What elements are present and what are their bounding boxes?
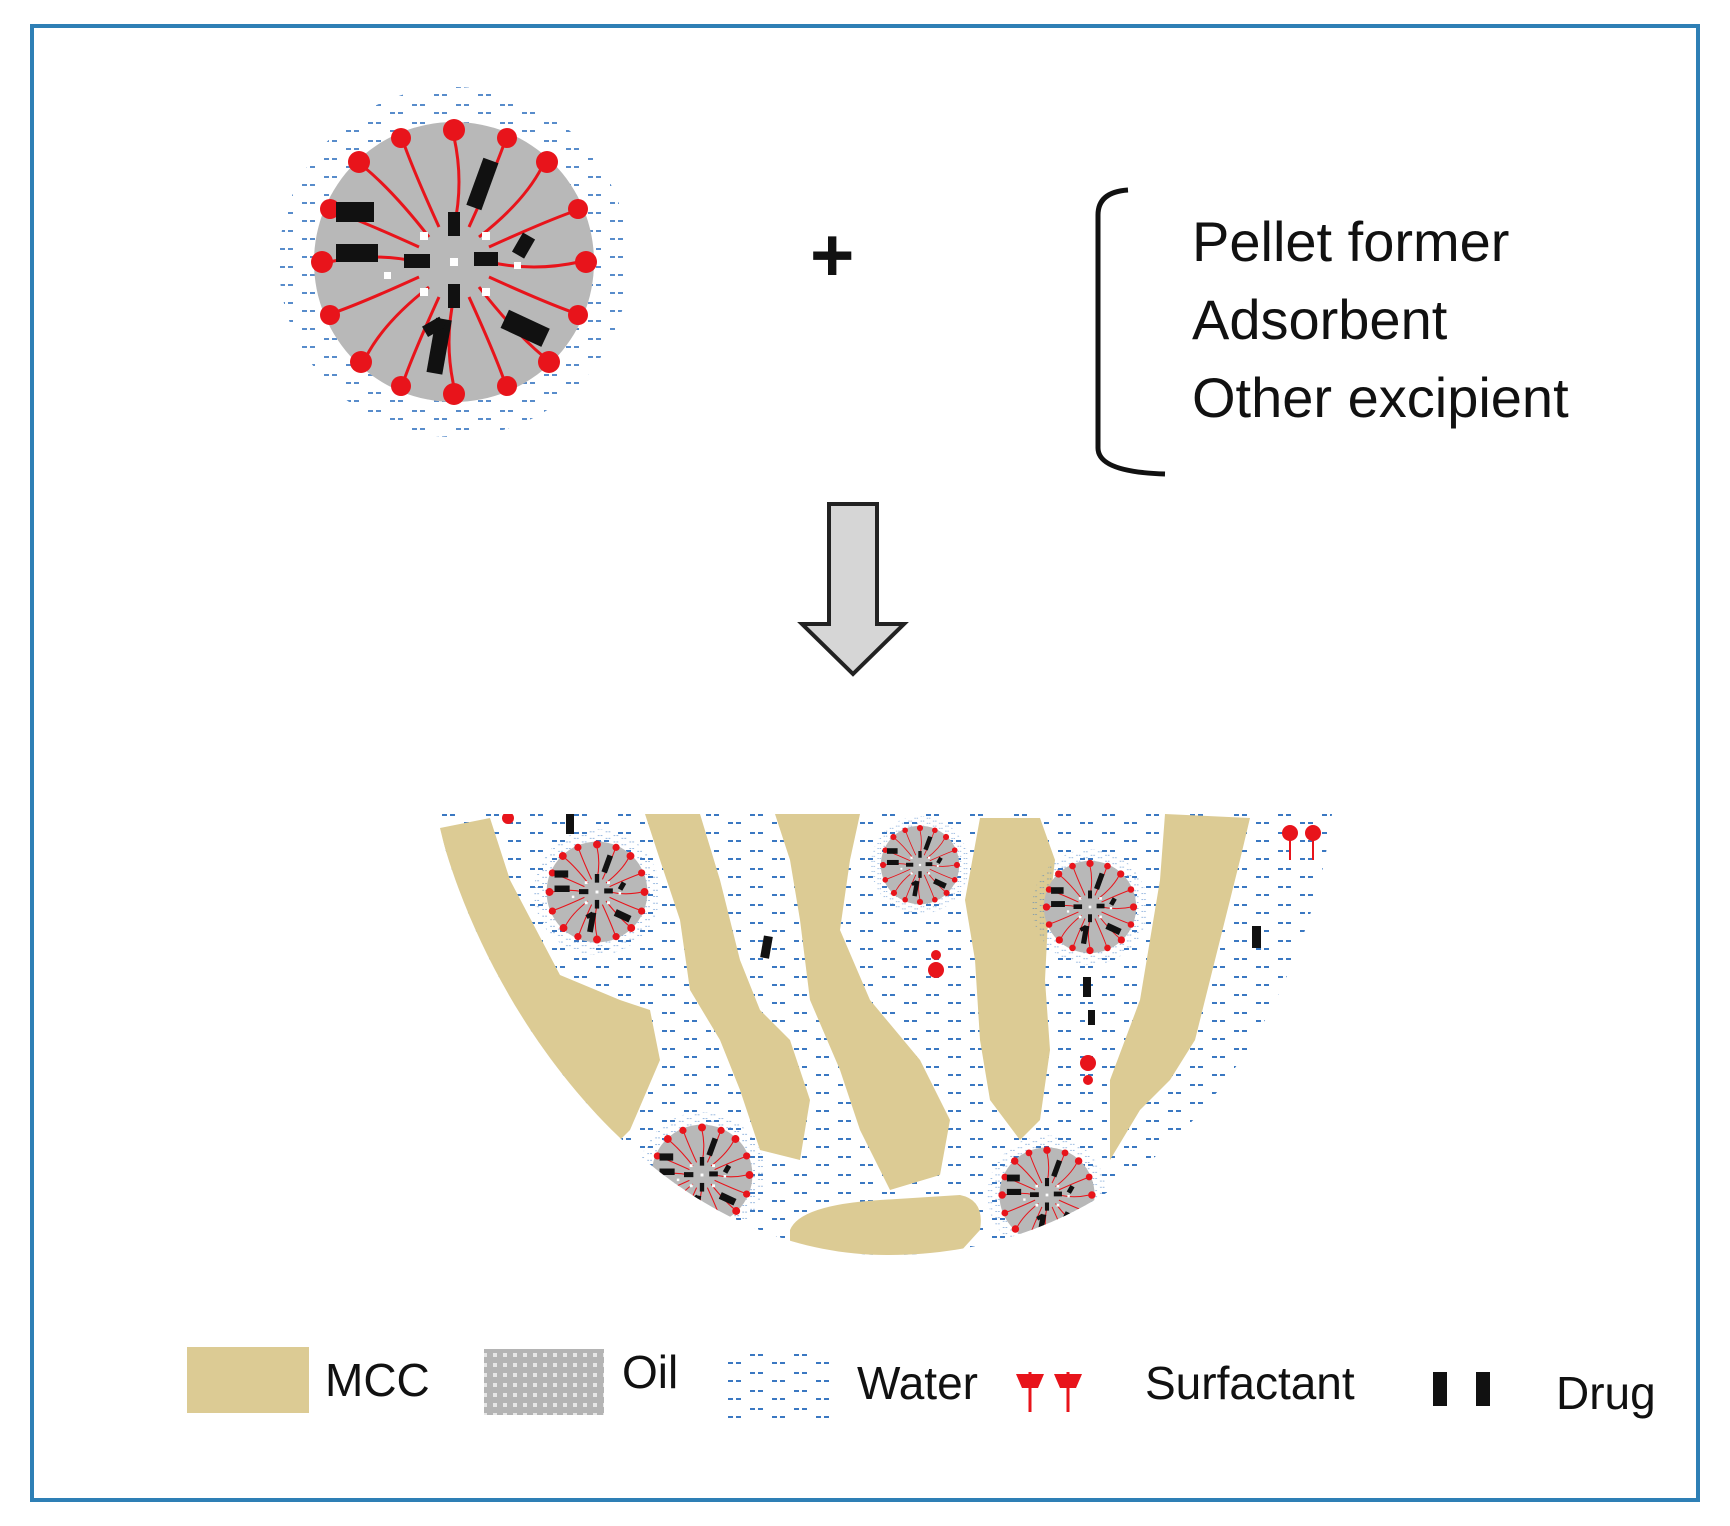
down-arrow-icon: [797, 502, 909, 677]
bracket-icon: [1095, 187, 1166, 477]
excipient-pellet-former: Pellet former: [1192, 210, 1510, 273]
legend-drug-label: Drug: [1556, 1367, 1656, 1419]
legend-water-swatch: [721, 1352, 831, 1418]
legend-mcc-label: MCC: [325, 1354, 430, 1406]
legend-oil-label: Oil: [622, 1346, 679, 1398]
excipient-adsorbent: Adsorbent: [1192, 288, 1448, 351]
excipient-other: Other excipient: [1192, 366, 1569, 429]
figure-border: [30, 24, 1700, 1502]
legend-surfactant-label: Surfactant: [1145, 1357, 1355, 1409]
legend-drug-icon: [1433, 1372, 1490, 1406]
legend-mcc-swatch: [187, 1347, 309, 1413]
legend-oil-swatch: [484, 1349, 604, 1415]
plus-sign: +: [810, 213, 855, 298]
legend-surfactant-icon: [1016, 1372, 1082, 1412]
emulsion-droplet-icon: [277, 85, 631, 439]
pellet-cross-section-icon: [436, 814, 1332, 1255]
legend-water-label: Water: [857, 1357, 978, 1409]
